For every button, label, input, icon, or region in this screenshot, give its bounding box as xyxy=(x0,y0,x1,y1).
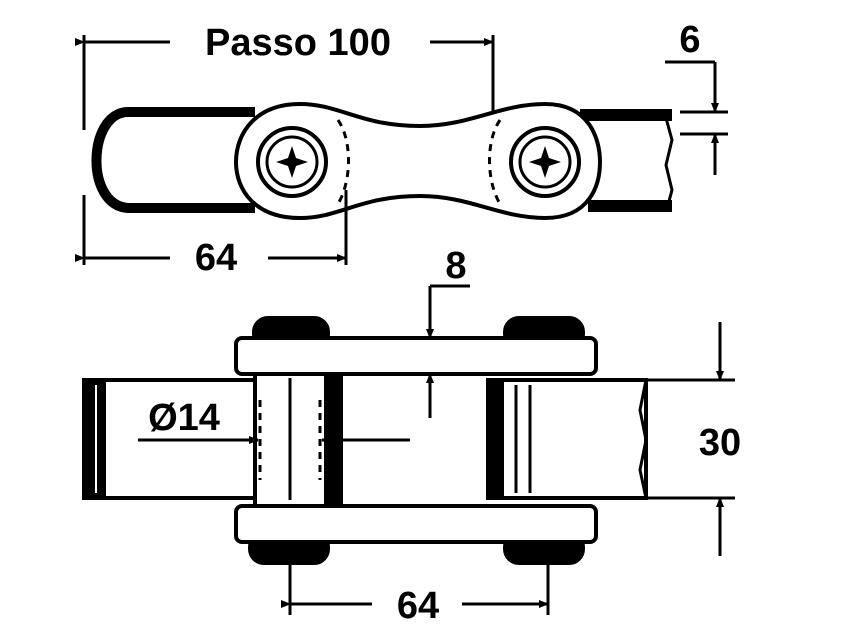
chain-width-label: 30 xyxy=(699,422,741,464)
top-view xyxy=(91,101,674,221)
link-gap-label: 8 xyxy=(445,245,466,287)
pin-right-mark xyxy=(529,146,561,178)
bottom-dimensions xyxy=(138,284,735,615)
right-strip-break xyxy=(638,379,648,499)
right-strip-dark xyxy=(486,378,504,500)
pin-left-inner xyxy=(265,135,319,189)
pin-left-outer xyxy=(256,126,328,198)
pitch-label: Passo 100 xyxy=(205,22,391,64)
plate-top xyxy=(234,336,598,376)
side-length-top-label: 64 xyxy=(195,237,237,279)
hidden-edge-right xyxy=(488,119,502,205)
pin-diameter-label: Ø14 xyxy=(148,397,220,439)
plate-thickness-label: 6 xyxy=(679,19,700,61)
right-end-link-break xyxy=(664,117,674,206)
plate-bottom xyxy=(234,504,598,544)
left-strip-end xyxy=(82,378,106,500)
hidden-edge-left xyxy=(336,119,350,205)
center-plate xyxy=(233,101,603,221)
left-end-link xyxy=(91,107,255,213)
pin-right-outer xyxy=(509,126,581,198)
right-strip xyxy=(486,378,648,500)
side-length-bottom-label: 64 xyxy=(397,585,439,627)
pin-left-mark xyxy=(276,146,308,178)
pin-right-inner xyxy=(518,135,572,189)
top-dimensions xyxy=(75,35,728,265)
